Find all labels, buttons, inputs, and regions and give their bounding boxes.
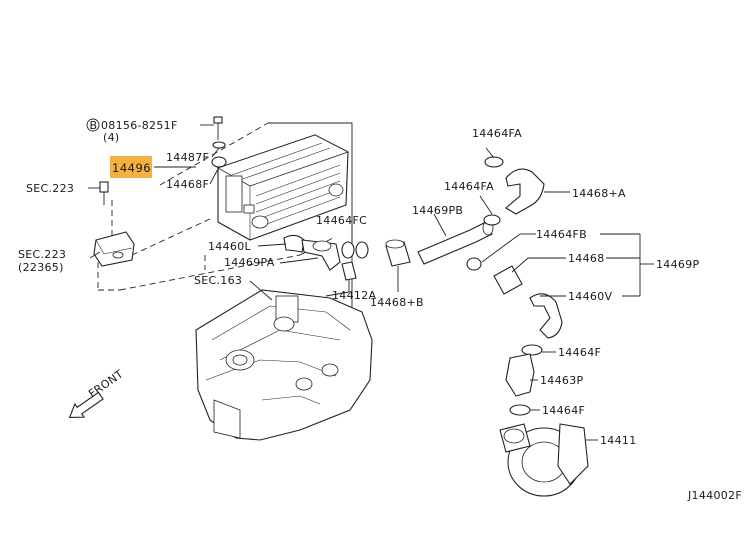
- hose-14463p[interactable]: [505, 353, 538, 397]
- highlight-box: [110, 156, 152, 178]
- label-front: FRONT: [86, 367, 125, 400]
- pipe-14469pa[interactable]: [301, 239, 341, 271]
- turbocharger-14411[interactable]: [499, 423, 598, 497]
- clamp-14464fa-mid[interactable]: [479, 195, 501, 226]
- leader-sec163: [249, 280, 273, 301]
- label-14468f: 14468F: [166, 178, 209, 191]
- svg-text:B: B: [90, 119, 98, 132]
- label-diagram-code: J144002F: [687, 489, 742, 502]
- label-bolt-code: 08156-8251F: [101, 119, 178, 132]
- hose-14460l[interactable]: [283, 234, 305, 253]
- label-sec163[interactable]: SEC.163: [194, 274, 242, 287]
- label-14464fb: 14464FB: [536, 228, 587, 241]
- label-14487f: 14487F: [166, 151, 209, 164]
- bracket-14412a[interactable]: [325, 261, 357, 297]
- clamp-14464f-lower[interactable]: [509, 404, 540, 416]
- hose-14468a[interactable]: [505, 168, 570, 215]
- label-bolt-qty: (4): [103, 131, 119, 144]
- label-sec223-mid[interactable]: SEC.223: [18, 248, 66, 261]
- clamp-14464fa-upper[interactable]: [484, 147, 504, 168]
- engine-block: [195, 289, 373, 441]
- clamp-14464fc[interactable]: [341, 241, 369, 259]
- bolt-08156-8251f[interactable]: [200, 116, 223, 140]
- label-14412a: 14412A: [332, 289, 376, 302]
- hose-14468[interactable]: [493, 257, 566, 295]
- label-14468b: 14468+B: [370, 296, 424, 309]
- boost-sensor[interactable]: [93, 181, 135, 267]
- label-14468a: 14468+A: [572, 187, 626, 200]
- clamp-14464f-upper[interactable]: [521, 344, 556, 356]
- label-bolt-symbol: B: [86, 118, 100, 132]
- label-14464f-top: 14464F: [558, 346, 601, 359]
- clamp-14464fb[interactable]: [466, 233, 536, 271]
- hose-14468b[interactable]: [385, 239, 411, 267]
- group-bracket-14469p: [600, 233, 654, 297]
- label-14469p: 14469P: [656, 258, 699, 271]
- label-14463p: 14463P: [540, 374, 583, 387]
- front-arrow-icon: [68, 391, 104, 419]
- washer-14487f[interactable]: [211, 141, 226, 158]
- pipe-14469pb[interactable]: [417, 220, 494, 265]
- label-14464f-bottom: 14464F: [542, 404, 585, 417]
- label-14464fa-top: 14464FA: [472, 127, 522, 140]
- label-14411: 14411: [600, 434, 637, 447]
- label-14469pb: 14469PB: [412, 204, 463, 217]
- label-14496[interactable]: 14496: [112, 161, 151, 175]
- label-14468: 14468: [568, 252, 605, 265]
- intercooler-assembly-outline: [97, 122, 353, 371]
- label-14469pa: 14469PA: [224, 256, 275, 269]
- grommet-14468f[interactable]: [209, 156, 227, 185]
- label-14464fc: 14464FC: [316, 214, 367, 227]
- intercooler[interactable]: [217, 134, 350, 241]
- label-14460l: 14460L: [208, 240, 251, 253]
- label-14460v: 14460V: [568, 290, 612, 303]
- label-sec223-top[interactable]: SEC.223: [26, 182, 74, 195]
- label-22365: (22365): [18, 261, 64, 274]
- hose-14460v[interactable]: [529, 293, 566, 339]
- label-14464fa-mid: 14464FA: [444, 180, 494, 193]
- leader-lines: [88, 166, 447, 292]
